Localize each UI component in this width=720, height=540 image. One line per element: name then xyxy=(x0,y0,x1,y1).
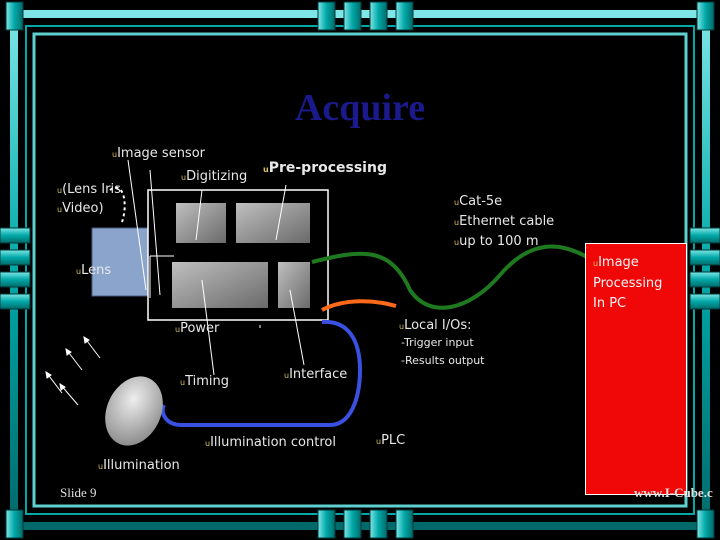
label-interface: uInterface xyxy=(284,365,347,385)
label-video-text: Video) xyxy=(62,201,104,216)
slide-title: Acquire xyxy=(294,87,426,129)
label-pc: uImage Processing In PC xyxy=(586,244,683,314)
pc-processing-box: uImage Processing In PC xyxy=(585,243,687,495)
bullet-icon: u xyxy=(454,218,460,227)
power-block xyxy=(172,262,268,308)
label-local-io: uLocal I/Os: xyxy=(399,316,472,336)
label-illumination-control: uIllumination control xyxy=(205,433,336,453)
sensor-block xyxy=(176,203,226,243)
dash-icon: - xyxy=(401,354,405,367)
label-plc: uPLC xyxy=(376,431,405,451)
label-preprocessing-text: Pre-processing xyxy=(268,160,387,176)
label-pc-line3: In PC xyxy=(593,296,627,311)
label-cat5e: uCat-5e xyxy=(454,192,502,212)
label-illumination: uIllumination xyxy=(98,456,180,476)
label-lens-text: Lens xyxy=(81,263,112,278)
label-results-output-text: Results output xyxy=(404,354,485,367)
label-timing-text: Timing xyxy=(185,374,229,389)
pointer-lines xyxy=(127,159,305,376)
dash-icon: - xyxy=(401,336,404,349)
decorative-side-bars xyxy=(0,227,720,310)
bullet-icon: u xyxy=(181,173,187,182)
bullet-icon: u xyxy=(454,198,460,207)
label-illumination-text: Illumination xyxy=(103,458,180,473)
label-trigger-input: -Trigger input xyxy=(401,334,474,352)
bullet-icon: u xyxy=(454,238,460,247)
local-io-cable xyxy=(321,299,397,312)
decorative-edge-bars xyxy=(5,1,715,539)
label-up-to: uup to 100 m xyxy=(454,232,539,252)
bullet-icon: u xyxy=(399,322,405,331)
light-rays xyxy=(45,336,101,406)
bullet-icon: u xyxy=(112,150,118,159)
label-ethernet-cable: uEthernet cable xyxy=(454,212,554,232)
label-results-output: -Results output xyxy=(401,352,484,370)
bullet-icon: u xyxy=(376,437,382,446)
footer-url: www.I-Cube.c xyxy=(634,485,713,500)
label-trigger-input-text: Trigger input xyxy=(403,336,474,349)
label-lens-iris: u(Lens Iris xyxy=(57,180,121,200)
bullet-icon: u xyxy=(76,267,82,276)
label-pc-line2: Processing xyxy=(593,276,663,291)
label-cat5e-text: Cat-5e xyxy=(459,194,503,209)
label-image-sensor: uImage sensor xyxy=(112,144,205,164)
bullet-icon: u xyxy=(57,186,63,195)
slide-number: Slide 9 xyxy=(60,485,97,500)
bullet-icon: u xyxy=(593,259,599,268)
ethernet-cable xyxy=(311,244,594,310)
label-power-text: Power xyxy=(180,321,220,336)
bullet-icon: u xyxy=(263,165,269,174)
label-digitizing: uDigitizing xyxy=(181,167,247,187)
label-lens: uLens xyxy=(76,261,111,281)
lens-iris-loop xyxy=(109,186,126,223)
bullet-icon: u xyxy=(175,325,181,334)
illumination-cable xyxy=(160,319,363,427)
label-video: uVideo) xyxy=(57,199,104,219)
label-preprocessing: uPre-processing xyxy=(263,159,387,179)
bullet-icon: u xyxy=(98,462,104,471)
label-interface-text: Interface xyxy=(289,367,348,382)
interface-block xyxy=(278,262,310,308)
bullet-icon: u xyxy=(205,439,211,448)
bullet-icon: u xyxy=(180,378,186,387)
label-plc-text: PLC xyxy=(381,433,406,448)
label-up-to-text: up to 100 m xyxy=(459,234,539,249)
label-power: uPower xyxy=(175,319,219,339)
label-lens-iris-text: (Lens Iris xyxy=(62,182,121,197)
label-illumination-control-text: Illumination control xyxy=(210,435,336,450)
label-timing: uTiming xyxy=(180,372,229,392)
label-pc-line1: Image xyxy=(598,255,639,270)
preprocessing-block xyxy=(236,203,310,243)
label-image-sensor-text: Image sensor xyxy=(117,146,206,161)
label-digitizing-text: Digitizing xyxy=(186,169,248,184)
label-ethernet-cable-text: Ethernet cable xyxy=(459,214,555,229)
label-local-io-text: Local I/Os: xyxy=(404,318,472,333)
illumination-source xyxy=(105,376,163,446)
bullet-icon: u xyxy=(57,205,63,214)
bullet-icon: u xyxy=(284,371,290,380)
